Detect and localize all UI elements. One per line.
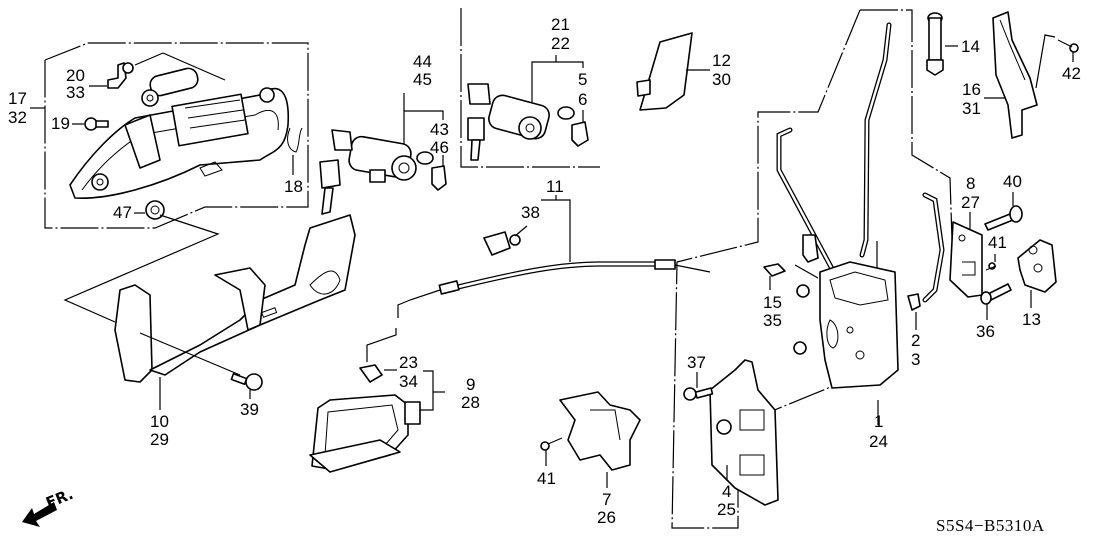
callout-41-upper: 41 <box>988 233 1007 252</box>
callout-26: 26 <box>597 508 616 527</box>
cylinder-switch-left-43 <box>431 155 447 191</box>
callout-38: 38 <box>521 203 540 222</box>
callout-11: 11 <box>546 177 564 196</box>
callout-3: 3 <box>911 350 921 369</box>
key-cylinder-left <box>319 93 444 215</box>
callout-12: 12 <box>712 51 731 70</box>
callout-1: 1 <box>874 412 884 431</box>
callout-40: 40 <box>1003 172 1022 191</box>
actuator-bolt-37 <box>683 372 714 401</box>
lock-rods <box>776 22 945 303</box>
callout-32: 32 <box>8 108 27 127</box>
striker-screw-36 <box>980 283 1012 320</box>
rod-clip-15 <box>763 263 786 290</box>
checker-screw-42 <box>1057 39 1079 62</box>
handle-clip-18 <box>287 127 303 175</box>
callout-21: 21 <box>551 15 570 34</box>
door-checker-drawing <box>984 11 1056 139</box>
front-direction-arrow <box>22 502 57 527</box>
cable-clip-38-drawing <box>483 225 528 256</box>
handle-grommet-47 <box>134 200 165 220</box>
callout-16: 16 <box>962 80 981 99</box>
striker-bolt-40 <box>984 192 1023 231</box>
callout-25: 25 <box>717 500 736 519</box>
striker-shim-drawing <box>949 212 983 298</box>
callout-7: 7 <box>602 490 612 509</box>
callout-37: 37 <box>687 353 706 372</box>
callout-8: 8 <box>966 174 976 193</box>
outer-handle-group-frame <box>30 42 309 229</box>
lock-actuator-body <box>793 261 899 389</box>
cylinder-switch-right-5 <box>571 110 589 147</box>
callout-35: 35 <box>763 311 782 330</box>
callout-10: 10 <box>150 412 169 431</box>
callout-28: 28 <box>461 393 480 412</box>
callout-15: 15 <box>763 293 782 312</box>
rod-clip-upper <box>802 234 819 263</box>
callout-44: 44 <box>413 52 432 71</box>
base-bolt-39 <box>139 332 263 399</box>
callout-19: 19 <box>51 114 70 133</box>
callout-29: 29 <box>150 430 169 449</box>
protector-cover-drawing <box>636 32 710 111</box>
callout-13: 13 <box>1022 310 1041 329</box>
callout-23: 23 <box>399 353 418 372</box>
callout-43: 43 <box>430 120 449 139</box>
callout-39: 39 <box>240 400 259 419</box>
callout-47: 47 <box>113 203 132 222</box>
callout-17: 17 <box>8 89 27 108</box>
callout-2: 2 <box>911 331 921 350</box>
callout-14: 14 <box>961 37 980 56</box>
rod-clip-2 <box>907 293 921 330</box>
callout-31: 31 <box>962 99 981 118</box>
cylinder-right-group-frame <box>460 8 600 168</box>
callout-41-lower: 41 <box>537 469 556 488</box>
callout-20: 20 <box>66 66 85 85</box>
callout-42: 42 <box>1062 64 1081 83</box>
callout-18: 18 <box>284 177 303 196</box>
check-pin-drawing <box>926 12 958 76</box>
callout-27: 27 <box>961 193 980 212</box>
child-lock-drawing <box>559 391 641 488</box>
callout-24: 24 <box>869 432 888 451</box>
outer-door-handle <box>69 52 290 199</box>
callout-5: 5 <box>578 70 588 89</box>
callout-4: 4 <box>722 482 732 501</box>
tapping-screw-41-lower-drawing <box>540 437 563 466</box>
callout-45: 45 <box>413 70 432 89</box>
striker-drawing <box>1017 239 1057 308</box>
inner-handle-drawing <box>309 394 421 473</box>
handle-screw-19 <box>72 117 109 131</box>
callout-34: 34 <box>399 372 418 391</box>
inner-cable-drawing <box>397 195 711 318</box>
callout-9: 9 <box>466 375 476 394</box>
callout-33: 33 <box>66 83 85 102</box>
callout-6: 6 <box>578 90 588 109</box>
diagram-code: S5S4−B5310A <box>936 516 1045 535</box>
rod-holder-drawing <box>359 328 445 411</box>
callout-46: 46 <box>430 138 449 157</box>
callout-22: 22 <box>551 34 570 53</box>
actuator-cover-drawing <box>709 359 779 506</box>
callout-30: 30 <box>712 70 731 89</box>
callout-36: 36 <box>976 322 995 341</box>
actuator-group-frame <box>671 9 953 529</box>
key-cylinder-right <box>467 83 575 161</box>
tapping-screw-41-upper-drawing <box>985 254 997 271</box>
handle-base-drawing <box>114 214 356 410</box>
handle-bracket-20 <box>89 62 134 89</box>
